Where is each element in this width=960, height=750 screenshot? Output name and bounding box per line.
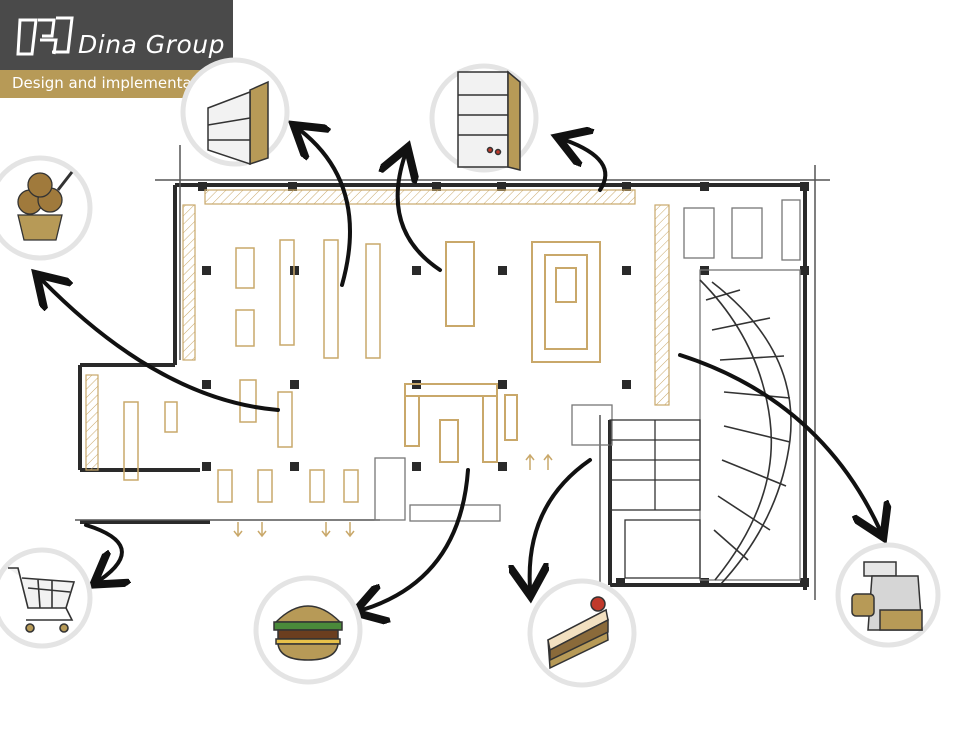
- perimeter-shelving: [85, 189, 670, 471]
- burger-icon: [273, 605, 343, 661]
- ice-cream-icon: [17, 171, 74, 241]
- outer-walls-thin: [75, 145, 830, 600]
- flow-arrows: [42, 130, 880, 610]
- dina-group-logo-icon: [16, 16, 74, 56]
- ramp: [699, 279, 792, 586]
- brand-name: Dina Group: [78, 30, 225, 59]
- gondola-shelves: [123, 239, 381, 481]
- stair-block: [609, 419, 701, 579]
- logo-background: [0, 0, 233, 70]
- checkout-arrows: [233, 453, 553, 538]
- tagline: Design and implementation: [12, 74, 221, 92]
- display-cabinet-icon: [457, 70, 521, 171]
- wall-shelf-icon: [207, 80, 269, 166]
- meat-grinder-icon: [851, 561, 923, 631]
- center-islands: [404, 241, 601, 463]
- shopping-cart-icon: [8, 567, 76, 633]
- structural-columns: [198, 182, 809, 587]
- checkout-counters: [217, 469, 359, 503]
- cake-slice-icon: [547, 596, 609, 670]
